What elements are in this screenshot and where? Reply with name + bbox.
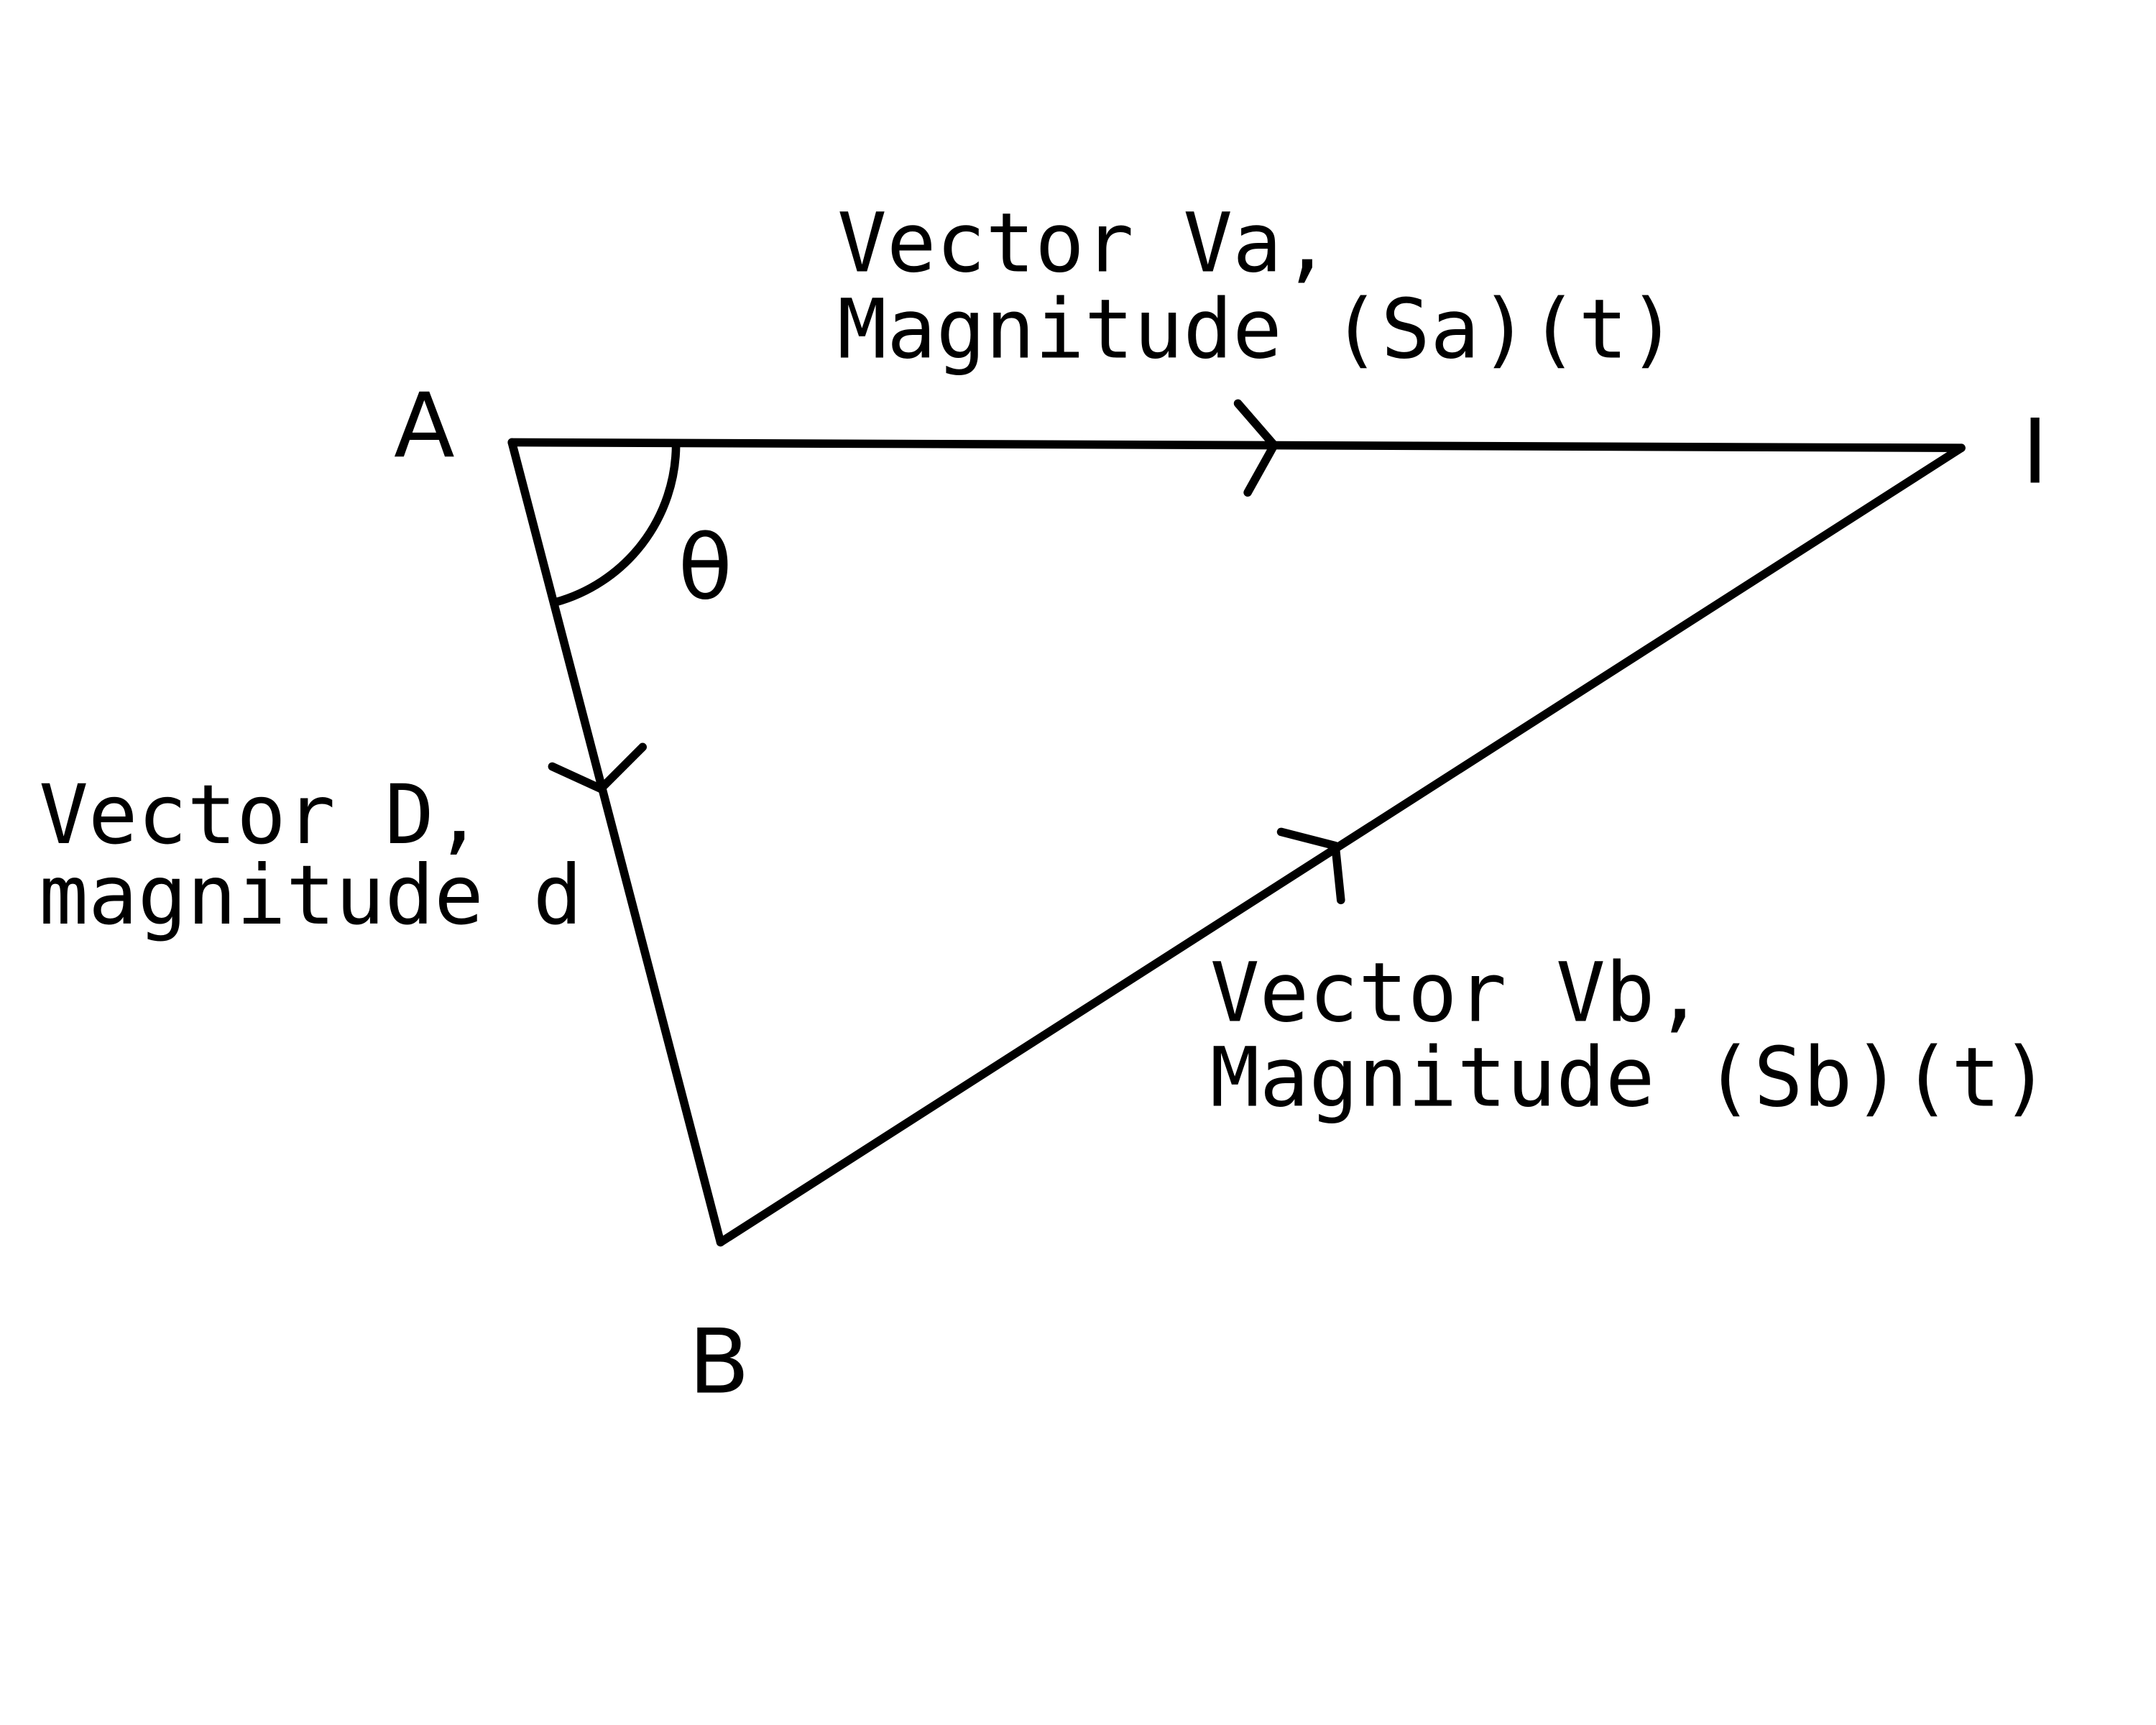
vector-vb-title: Vector Vb, [1210,945,1704,1041]
point-b-label: B [688,1310,750,1414]
point-a-label: A [394,374,455,478]
vector-d-magnitude: magnitude d [39,847,582,943]
vector-d-title: Vector D, [39,767,484,862]
angle-theta-label: θ [678,516,732,620]
edge-a-to-i [507,438,1966,453]
edge-b-to-i [716,443,1966,1247]
arrowhead-va-icon [1233,399,1279,497]
vector-va-magnitude: Magnitude (Sa)(t) [837,281,1677,377]
edge-a-to-b [507,438,725,1247]
point-i-label: I [2022,401,2048,505]
vector-vb-magnitude: Magnitude (Sb)(t) [1210,1030,2050,1126]
vector-va-title: Vector Va, [837,195,1331,290]
angle-arc [550,441,681,607]
arrowhead-vb-icon [1276,827,1345,905]
arrowhead-d-icon [548,742,647,794]
